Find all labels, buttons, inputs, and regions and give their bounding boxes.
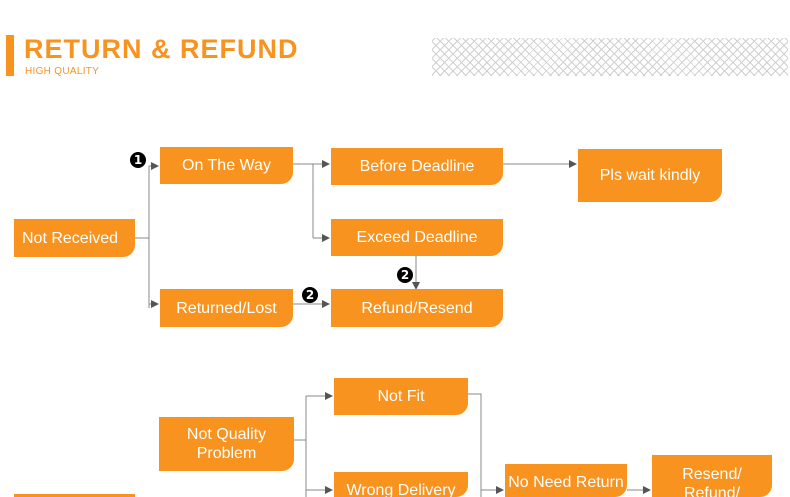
box-not-fit: Not Fit xyxy=(334,378,468,415)
box-before-deadline: Before Deadline xyxy=(331,148,503,185)
box-exceed-deadline: Exceed Deadline xyxy=(331,219,503,256)
box-not-quality-problem: Not Quality Problem xyxy=(159,417,294,471)
page-subtitle: HIGH QUALITY xyxy=(25,66,100,77)
decorative-hatch-pattern xyxy=(432,38,788,76)
box-no-need-return: No Need Return xyxy=(505,464,627,497)
box-on-the-way: On The Way xyxy=(160,147,293,184)
box-returned-lost: Returned/Lost xyxy=(160,289,293,327)
box-partial-left xyxy=(14,494,135,497)
box-resend-refund: Resend/ Refund/ xyxy=(652,455,772,497)
step-marker-2b: 2 xyxy=(302,287,318,303)
box-wrong-delivery: Wrong Delivery xyxy=(334,472,468,497)
box-refund-resend: Refund/Resend xyxy=(331,289,503,327)
header-accent-bar xyxy=(6,35,14,76)
step-marker-1: 1 xyxy=(130,152,146,168)
page-title: RETURN & REFUND xyxy=(24,34,299,64)
connector-not-fit-out xyxy=(468,393,482,497)
box-not-received: Not Received xyxy=(14,219,135,257)
box-pls-wait-kindly: Pls wait kindly xyxy=(578,149,722,202)
step-marker-2a: 2 xyxy=(397,267,413,283)
